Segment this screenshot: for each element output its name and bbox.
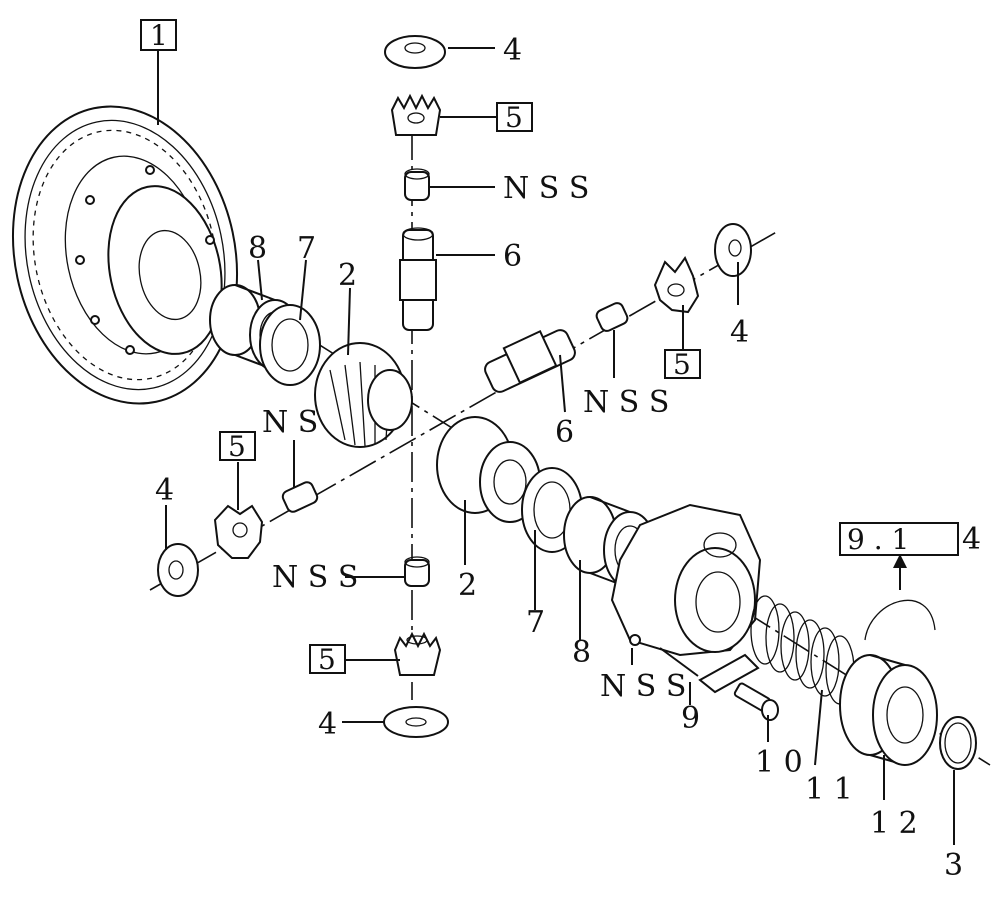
callout-3: 3	[944, 848, 963, 883]
thrust-washer-icon	[714, 223, 752, 277]
callout-5-top: 5	[505, 101, 523, 134]
reference-box: 9 . 1 4	[839, 522, 981, 557]
reference-suffix: 4	[962, 522, 981, 557]
thrust-washer-icon	[157, 543, 199, 597]
callout-8-left: 8	[248, 231, 267, 266]
thrust-washer-icon	[384, 35, 446, 69]
callout-8-right: 8	[572, 635, 591, 670]
differential-case-icon	[610, 503, 762, 657]
coil-spring-icon	[750, 595, 855, 705]
callout-7-left: 7	[297, 231, 316, 266]
callout-12: 1 2	[870, 806, 918, 841]
callout-2-right: 2	[458, 568, 477, 603]
callout-box-5-bottom: 5	[309, 643, 346, 676]
up-arrow-icon	[864, 554, 936, 641]
ring-gear-icon	[11, 105, 239, 405]
callout-box-5-right: 5	[664, 348, 701, 381]
bolt-icon	[733, 682, 779, 721]
nss-left-label: N S S	[272, 560, 358, 595]
pin-icon	[659, 647, 760, 694]
bushing-icon	[281, 481, 319, 513]
nss-right-label: N S S	[583, 385, 669, 420]
callout-box-5-top: 5	[496, 101, 533, 134]
callout-5-bottom: 5	[318, 643, 336, 676]
callout-1: 1	[150, 19, 168, 52]
callout-10: 1 0	[755, 745, 803, 780]
callout-4-top: 4	[503, 33, 522, 68]
bushing-icon	[595, 302, 629, 332]
bushing-icon	[404, 168, 430, 201]
thrust-washer-icon	[383, 706, 449, 738]
callout-4-bottom: 4	[318, 707, 337, 742]
pin-icon	[399, 227, 437, 331]
callout-6-top: 6	[503, 239, 522, 274]
pinion-gear-icon	[213, 504, 264, 559]
thrust-washer-icon	[259, 304, 321, 386]
snap-ring-icon	[939, 716, 977, 770]
nss-top-label: N S S	[503, 171, 589, 206]
pinion-gear-icon	[390, 93, 442, 136]
leader-lines	[157, 47, 955, 845]
callout-6-right: 6	[555, 415, 574, 450]
callout-9: 9	[681, 701, 700, 736]
bushing-icon	[404, 556, 430, 587]
callout-5-right: 5	[673, 348, 691, 381]
callout-box-1: 1	[140, 19, 177, 52]
callout-2-left: 2	[338, 258, 357, 293]
callout-11: 1 1	[805, 772, 853, 807]
nss-bottom-label: N S S	[600, 669, 686, 704]
pinion-gear-icon	[653, 255, 700, 314]
side-gear-icon	[314, 342, 413, 448]
callout-4-right: 4	[730, 315, 749, 350]
nss-mid-label: N S	[262, 405, 318, 440]
callout-7-right: 7	[526, 605, 545, 640]
callout-5-left: 5	[228, 430, 246, 463]
callout-box-5-left: 5	[219, 430, 256, 463]
clutch-collar-icon	[839, 654, 938, 766]
pin-icon	[484, 329, 576, 393]
callout-4-left: 4	[155, 473, 174, 508]
reference-label: 9 . 1	[847, 523, 909, 556]
pinion-gear-icon	[393, 631, 442, 676]
